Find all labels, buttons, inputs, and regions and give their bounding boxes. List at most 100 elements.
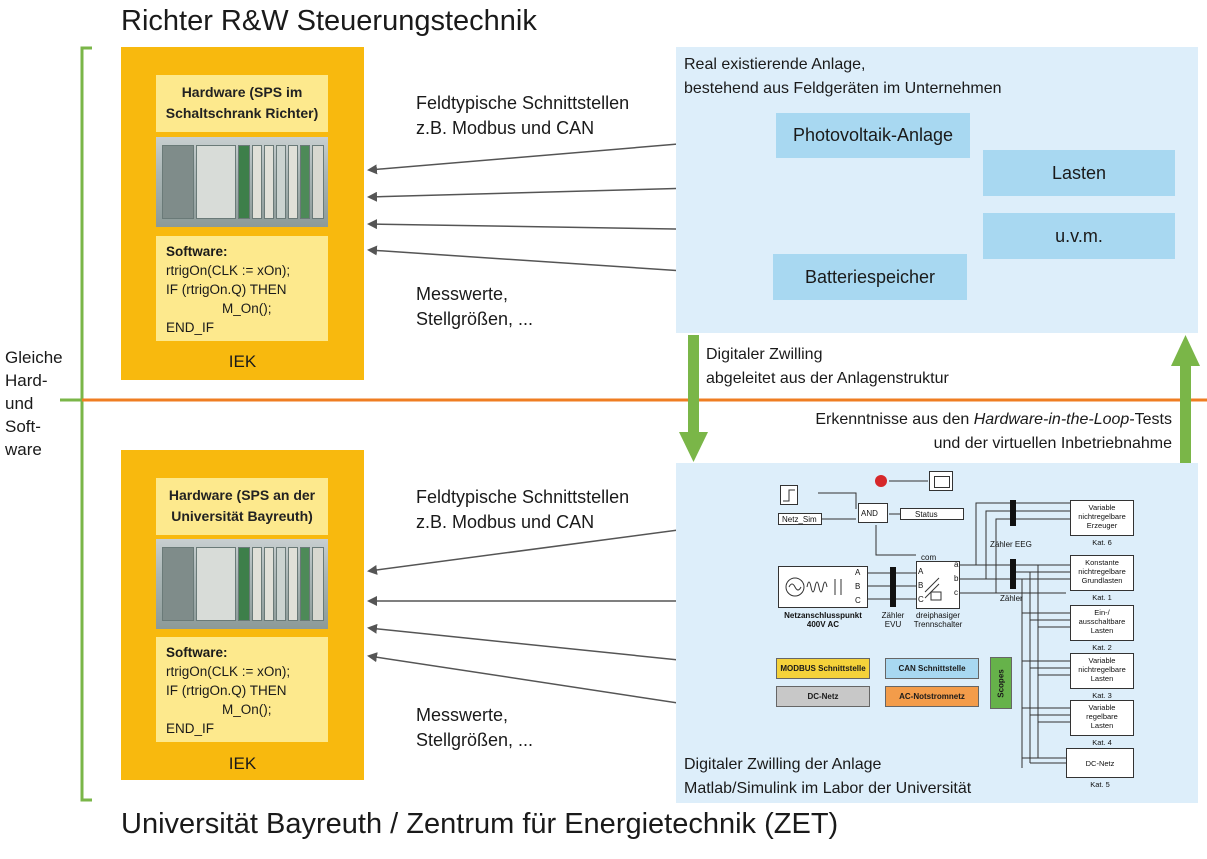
switch-out-port: c bbox=[954, 588, 958, 597]
category-line: Variable bbox=[1088, 656, 1116, 665]
three-phase-switch bbox=[916, 561, 960, 609]
com-label: com bbox=[921, 553, 937, 562]
modbus-interface: MODBUS Schnittstelle bbox=[776, 658, 870, 679]
findings-line-1: Erkenntnisse aus den Hardware-in-the-Loo… bbox=[815, 408, 1172, 432]
category-line: nichtregelbare bbox=[1078, 665, 1126, 674]
digital-twin-line: Digitaler Zwilling bbox=[706, 346, 823, 363]
grid-connection-line: 400V AC bbox=[806, 620, 840, 629]
device-uvm: u.v.m. bbox=[983, 213, 1175, 259]
findings-label: Erkenntnisse aus den Hardware-in-the-Loo… bbox=[815, 408, 1172, 456]
measure-line: Messwerte, bbox=[416, 705, 509, 725]
category-line: Grundlasten bbox=[1081, 576, 1123, 585]
grid-connection-label: Netzanschlusspunkt 400V AC bbox=[778, 611, 868, 629]
device-lasten: Lasten bbox=[983, 150, 1175, 196]
simulink-wiring bbox=[818, 475, 1070, 768]
side-label-line: Hard- bbox=[5, 371, 48, 390]
hardware-title-line: Hardware (SPS im bbox=[181, 84, 303, 100]
title-bottom: Universität Bayreuth / Zentrum für Energ… bbox=[121, 808, 839, 840]
code-line: END_IF bbox=[166, 721, 215, 736]
digital-twin-derived-label: Digitaler Zwilling abgeleitet aus der An… bbox=[706, 343, 949, 391]
side-label-line: Soft- bbox=[5, 417, 41, 436]
category-kat-1: Kat. 1 bbox=[1092, 593, 1112, 602]
iek-label-top: IEK bbox=[228, 352, 257, 371]
meter-evu-line: Zähler bbox=[881, 611, 905, 620]
switch-port: C bbox=[918, 595, 924, 604]
grid-connection-line: Netzanschlusspunkt bbox=[784, 611, 862, 620]
plc-photo-bottom bbox=[156, 539, 328, 629]
category-block-5 bbox=[1066, 748, 1134, 778]
software-bottom: Software: rtrigOn(CLK := xOn); IF (rtrig… bbox=[156, 637, 328, 742]
interfaces-line: z.B. Modbus und CAN bbox=[416, 512, 595, 532]
iek-panel-top: Hardware (SPS im Schaltschrank Richter) … bbox=[121, 47, 364, 380]
scopes-label: Scopes bbox=[996, 668, 1006, 698]
twin-caption-line: Digitaler Zwilling der Anlage bbox=[684, 756, 882, 773]
category-block-1 bbox=[1070, 555, 1134, 591]
green-bracket bbox=[80, 46, 92, 802]
side-label-line: ware bbox=[5, 440, 42, 459]
switch-out-port: a bbox=[954, 560, 959, 569]
twin-caption-line: Matlab/Simulink im Labor der Universität bbox=[684, 780, 972, 797]
code-line: M_On(); bbox=[222, 301, 272, 316]
category-kat-6: Kat. 6 bbox=[1092, 538, 1112, 547]
findings-line-2: und der virtuellen Inbetriebnahme bbox=[933, 435, 1172, 452]
category-kat-5: Kat. 5 bbox=[1090, 780, 1110, 789]
twin-caption: Digitaler Zwilling der Anlage Matlab/Sim… bbox=[684, 753, 971, 801]
plc-photo-top bbox=[156, 137, 328, 227]
title-top: Richter R&W Steuerungstechnik bbox=[121, 5, 537, 37]
category-block-4 bbox=[1070, 700, 1134, 736]
category-line: Lasten bbox=[1090, 721, 1114, 730]
measure-label-top: Messwerte, Stellgrößen, ... bbox=[416, 282, 533, 332]
phase-label: A bbox=[855, 568, 861, 577]
software-top: Software: rtrigOn(CLK := xOn); IF (rtrig… bbox=[156, 236, 328, 341]
findings-prefix: Erkenntnisse aus den bbox=[815, 411, 974, 428]
category-line: DC-Netz bbox=[1085, 759, 1115, 768]
side-label: Gleiche Hard- und Soft- ware bbox=[5, 346, 63, 461]
code-line: IF (rtrigOn.Q) THEN bbox=[166, 683, 287, 698]
can-interface: CAN Schnittstelle bbox=[885, 658, 979, 679]
category-line: Ein-/ bbox=[1094, 608, 1110, 617]
category-text-2: Ein-/ ausschaltbare Lasten bbox=[1072, 608, 1132, 635]
switch-out-port: b bbox=[954, 574, 959, 583]
real-plant-title-line: bestehend aus Feldgeräten im Unternehmen bbox=[684, 80, 1002, 97]
switch-label-line: Trennschalter bbox=[913, 620, 963, 629]
scope-block bbox=[929, 471, 953, 491]
switch-label-line: dreiphasiger bbox=[915, 611, 961, 620]
status-block: Status bbox=[900, 508, 964, 520]
category-kat-2: Kat. 2 bbox=[1092, 643, 1112, 652]
interfaces-label-top: Feldtypische Schnittstellen z.B. Modbus … bbox=[416, 91, 629, 141]
category-block-6 bbox=[1070, 500, 1134, 536]
category-line: Lasten bbox=[1090, 626, 1114, 635]
interfaces-line: Feldtypische Schnittstellen bbox=[416, 487, 630, 507]
category-line: Erzeuger bbox=[1086, 521, 1118, 530]
phase-label: C bbox=[855, 596, 861, 605]
measure-label-bottom: Messwerte, Stellgrößen, ... bbox=[416, 703, 533, 753]
category-line: Lasten bbox=[1090, 674, 1114, 683]
ac-emergency-grid: AC-Notstromnetz bbox=[885, 686, 979, 707]
code-line: rtrigOn(CLK := xOn); bbox=[166, 664, 291, 679]
meter-label: Zähler bbox=[1000, 594, 1023, 603]
meter-eeg-label: Zähler EEG bbox=[990, 540, 1032, 549]
hardware-title-line: Hardware (SPS an der bbox=[168, 487, 316, 503]
category-kat-4: Kat. 4 bbox=[1092, 738, 1112, 747]
switch-port: A bbox=[918, 567, 924, 576]
hardware-title-top: Hardware (SPS im Schaltschrank Richter) bbox=[156, 75, 328, 132]
side-label-line: und bbox=[5, 394, 34, 413]
category-kat-3: Kat. 3 bbox=[1092, 691, 1112, 700]
category-block-2 bbox=[1070, 605, 1134, 641]
code-line: M_On(); bbox=[222, 702, 272, 717]
hardware-title-line: Universität Bayreuth) bbox=[171, 508, 313, 524]
category-line: nichtregelbare bbox=[1078, 512, 1126, 521]
switch-port: B bbox=[918, 581, 924, 590]
code-line: rtrigOn(CLK := xOn); bbox=[166, 263, 291, 278]
scopes-block: Scopes bbox=[990, 657, 1012, 709]
category-block-3 bbox=[1070, 653, 1134, 689]
up-arrow bbox=[1171, 335, 1200, 465]
meter-evu-line: EVU bbox=[884, 620, 902, 629]
phase-label: B bbox=[855, 582, 861, 591]
measure-line: Messwerte, bbox=[416, 284, 509, 304]
category-line: nichtregelbare bbox=[1078, 567, 1126, 576]
and-block: AND bbox=[858, 503, 888, 523]
code-line: IF (rtrigOn.Q) THEN bbox=[166, 282, 287, 297]
device-pv: Photovoltaik-Anlage bbox=[776, 113, 970, 158]
interfaces-label-bottom: Feldtypische Schnittstellen z.B. Modbus … bbox=[416, 485, 629, 535]
